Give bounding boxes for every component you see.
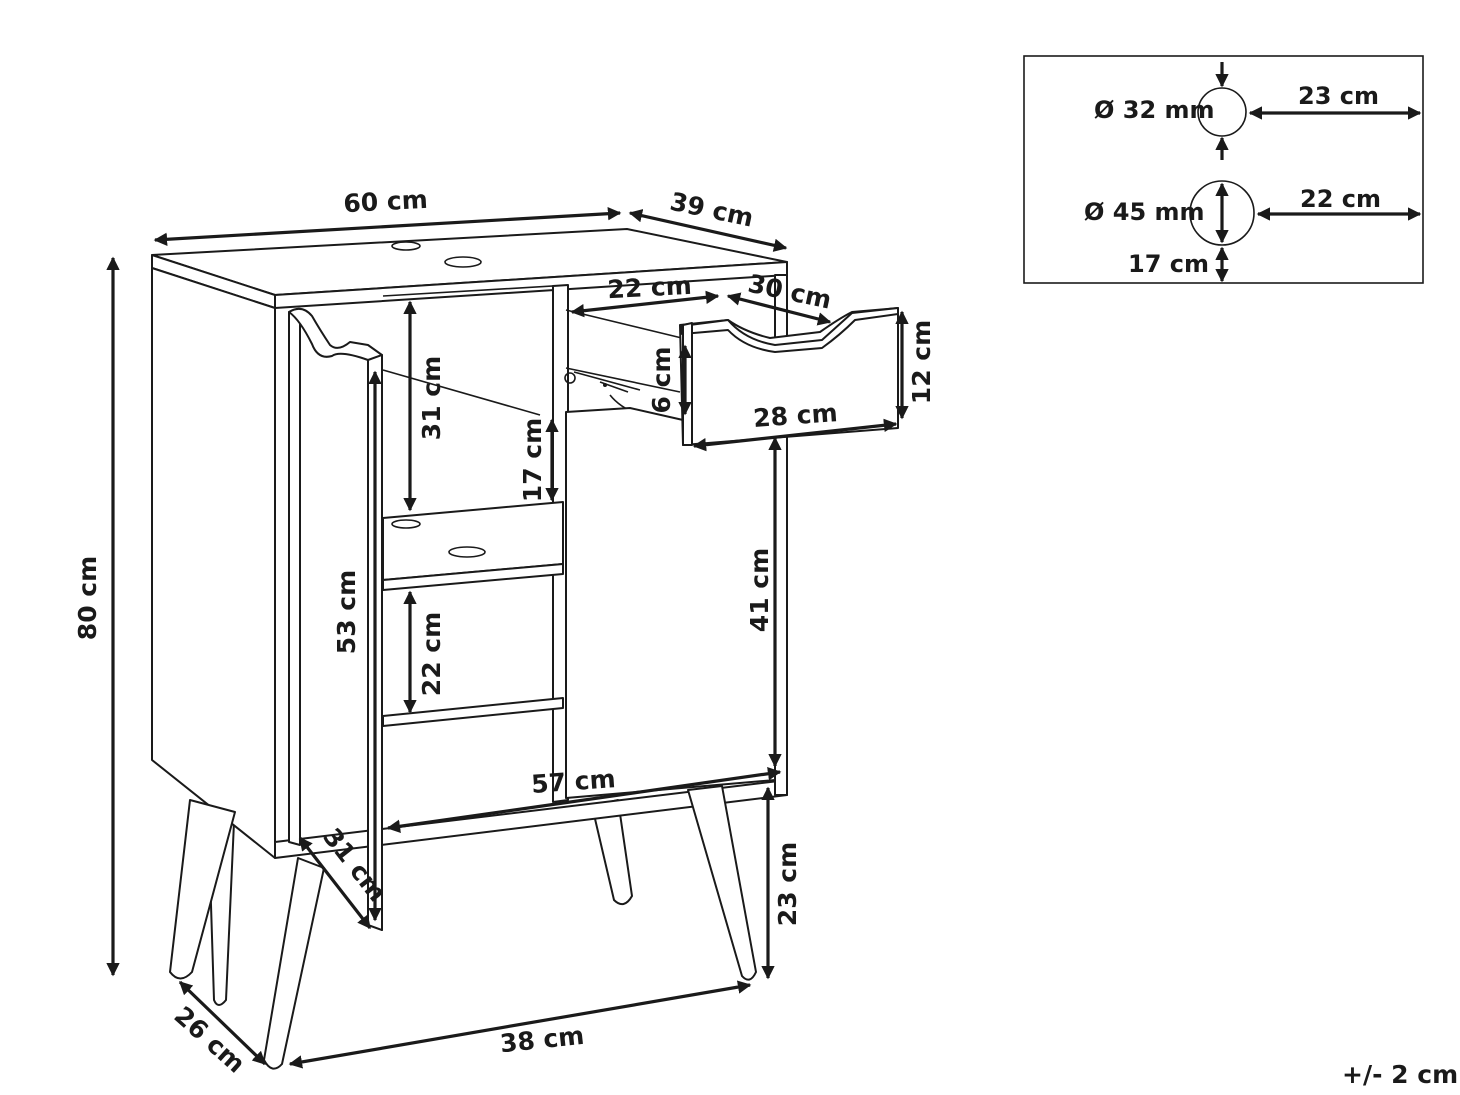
- label-shelf-upper: 31 cm: [417, 356, 446, 440]
- label-inner-width: 57 cm: [530, 764, 616, 799]
- dimension-lines: [106, 206, 909, 1069]
- tolerance-note: +/- 2 cm: [1342, 1060, 1458, 1089]
- label-width: 60 cm: [343, 185, 429, 218]
- label-drawer-width: 30 cm: [745, 269, 834, 315]
- small-hole-circle: [1197, 87, 1247, 137]
- label-height-total: 80 cm: [73, 556, 102, 640]
- large-hole-circle: [1189, 180, 1255, 246]
- left-door-edge: [288, 309, 301, 846]
- label-shelf-mid: 17 cm: [518, 418, 547, 502]
- label-small-offset: 23 cm: [1298, 82, 1379, 110]
- front-leg-left: [263, 857, 325, 1070]
- rear-leg-corner: [169, 799, 236, 980]
- label-drawer-inner-height: 6 cm: [647, 347, 676, 414]
- label-door-height: 53 cm: [332, 570, 361, 654]
- cabinet-drawing: [151, 228, 899, 1070]
- label-shelf-lower: 22 cm: [417, 612, 446, 696]
- label-right-door-height: 41 cm: [745, 548, 774, 632]
- label-drawer-height: 12 cm: [907, 320, 936, 404]
- front-leg-right: [687, 785, 757, 981]
- left-side-panel: [151, 267, 276, 859]
- right-door: [565, 407, 776, 799]
- label-drawer-depth: 22 cm: [607, 271, 693, 304]
- holes-inset: Ø 32 mm 23 cm Ø 45 mm 22 cm 17 cm: [1023, 55, 1424, 284]
- label-drawer-front: 28 cm: [752, 398, 838, 433]
- label-large-offset: 22 cm: [1300, 185, 1381, 213]
- label-small-diameter: Ø 32 mm: [1094, 96, 1215, 124]
- label-large-vertical: 17 cm: [1128, 250, 1209, 278]
- inset-frame: [1023, 55, 1424, 284]
- label-leg-height: 23 cm: [773, 842, 802, 926]
- label-large-diameter: Ø 45 mm: [1084, 198, 1205, 226]
